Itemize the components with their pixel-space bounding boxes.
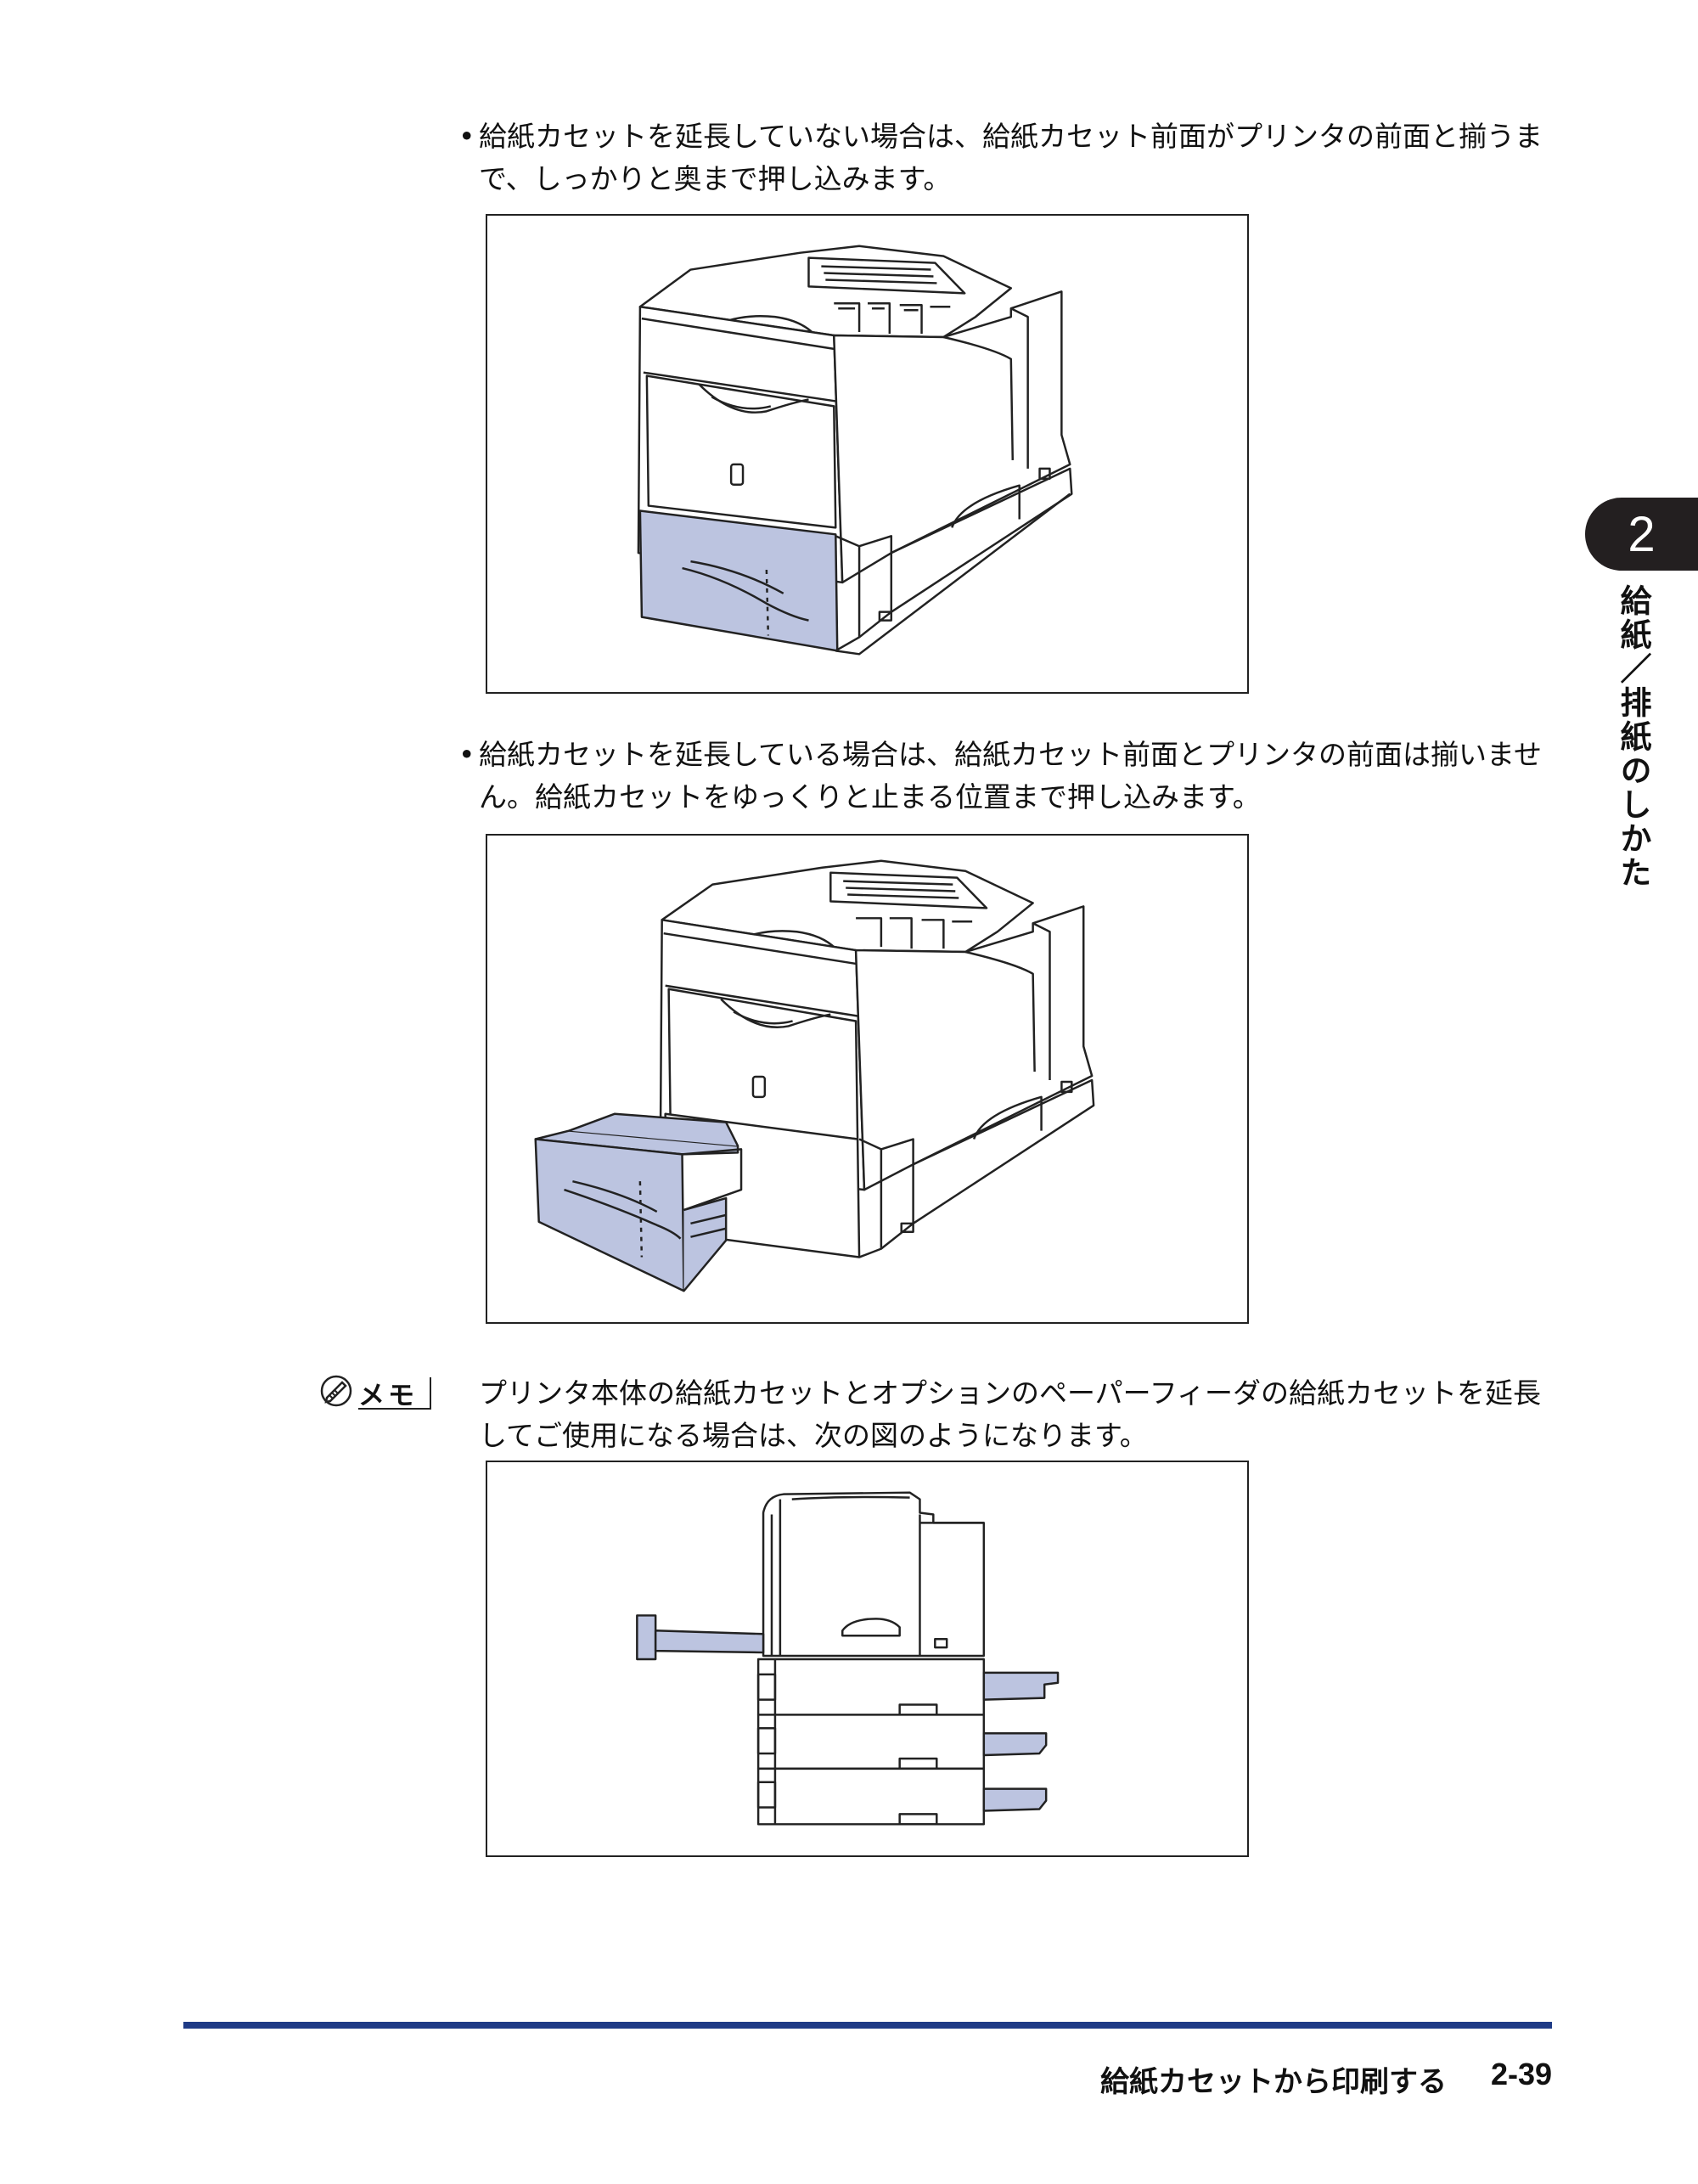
printer-cassette-inserted-illustration [486,214,1249,694]
printer-with-feeders-side-illustration [486,1461,1249,1857]
bullet-marker: • [458,738,475,771]
memo-badge: メモ [319,1374,431,1411]
pencil-icon [319,1374,353,1411]
bullet-text: 給紙カセットを延長していない場合は、給紙カセット前面がプリンタの前面と揃うまで、… [479,120,1543,195]
bullet-item-1: • 給紙カセットを延長していない場合は、給紙カセット前面がプリンタの前面と揃うま… [458,115,1554,200]
memo-divider [430,1377,431,1408]
printer-drawing [534,859,1095,1292]
printer-drawing [637,245,1073,656]
footer-section-title: 給紙カセットから印刷する [1100,2065,1447,2099]
page-number: 2-39 [1491,2057,1553,2091]
bullet-text: 給紙カセットを延長している場合は、給紙カセット前面とプリンタの前面は揃いません。… [479,738,1543,813]
memo-text: プリンタ本体の給紙カセットとオプションのペーパーフィーダの給紙カセットを延長して… [479,1376,1542,1452]
bullet-item-2: • 給紙カセットを延長している場合は、給紙カセット前面とプリンタの前面は揃いませ… [458,734,1554,819]
footer-rule [183,2022,1552,2029]
memo-label: メモ [358,1380,418,1411]
printer-drawing [636,1491,1060,1826]
chapter-title: 給紙／排紙のしかた [1615,584,1651,890]
chapter-number: 2 [1628,506,1656,562]
printer-cassette-extended-illustration [486,834,1249,1324]
bullet-marker: • [458,120,475,153]
chapter-number-tab[interactable]: 2 [1585,498,1698,571]
memo-underline [358,1408,431,1410]
